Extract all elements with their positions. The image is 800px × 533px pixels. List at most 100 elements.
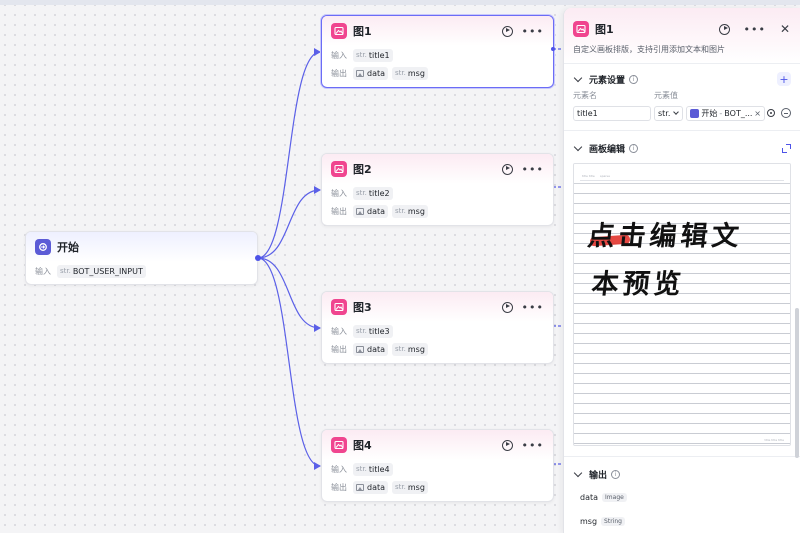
- image-node-2[interactable]: 图2 ••• 输入 str.title2 输出 data str.msg: [321, 153, 554, 226]
- output-label: 输出: [331, 206, 347, 216]
- clear-icon[interactable]: ×: [754, 108, 761, 118]
- add-element-button[interactable]: +: [777, 72, 791, 86]
- start-icon: [690, 108, 700, 118]
- canvas-preview-header: title title sparse: [574, 164, 790, 184]
- image-node-title: 图3: [353, 301, 372, 314]
- element-row: str. 开始 - BOT_... ×: [564, 102, 800, 124]
- output-title: 输出: [589, 470, 608, 481]
- more-horizontal-icon[interactable]: •••: [521, 300, 544, 314]
- start-node[interactable]: 开始 输入 str.BOT_USER_INPUT: [25, 231, 258, 285]
- top-bar: [0, 0, 800, 5]
- scrollbar[interactable]: [795, 308, 799, 458]
- image-node-1[interactable]: 图1 ••• 输入 str.title1 输出 data str.msg: [321, 15, 554, 88]
- play-circle-icon[interactable]: [501, 301, 513, 313]
- play-circle-icon[interactable]: [501, 439, 513, 451]
- arrowhead-3: [314, 324, 321, 332]
- more-horizontal-icon[interactable]: •••: [521, 438, 544, 452]
- image-icon: [331, 437, 347, 453]
- expand-icon[interactable]: [782, 143, 791, 153]
- image-node-output-row: 输出 data str.msg: [322, 64, 553, 82]
- play-circle-icon[interactable]: [501, 25, 513, 37]
- panel-description: 自定义画板排版，支持引用添加文本和图片: [573, 45, 725, 54]
- canvas-editor-section-header[interactable]: 画板编辑 i: [564, 137, 800, 159]
- play-circle-icon[interactable]: [719, 23, 731, 35]
- image-node-output-row: 输出 data str.msg: [322, 202, 553, 220]
- more-horizontal-icon[interactable]: •••: [743, 22, 766, 36]
- image-icon: [331, 161, 347, 177]
- input-label: 输入: [331, 188, 347, 198]
- image-type-icon: [356, 207, 364, 215]
- image-node-3[interactable]: 图3 ••• 输入 str.title3 输出 data str.msg: [321, 291, 554, 364]
- image-node-header: 图3 •••: [322, 292, 553, 322]
- chevron-down-icon[interactable]: [573, 468, 583, 477]
- target-icon[interactable]: [767, 109, 775, 117]
- start-node-output-port[interactable]: [255, 255, 261, 261]
- image-node-input-row: 输入 str.title4: [322, 460, 553, 478]
- output-msg-tag: str.msg: [392, 480, 428, 494]
- node-settings-panel: 图1 ••• ✕ 自定义画板排版，支持引用添加文本和图片 元素设置 i + 元素…: [563, 8, 800, 533]
- preview-text-line2: 本预览: [590, 269, 687, 300]
- element-settings-title: 元素设置: [589, 75, 626, 86]
- input-label: 输入: [331, 326, 347, 336]
- output-label: 输出: [331, 344, 347, 354]
- canvas-footer-text: title title title: [764, 438, 784, 442]
- element-name-input[interactable]: [573, 105, 651, 121]
- more-horizontal-icon[interactable]: •••: [521, 162, 544, 176]
- chevron-down-icon[interactable]: [573, 142, 583, 151]
- image-node-4[interactable]: 图4 ••• 输入 str.title4 输出 data str.msg: [321, 429, 554, 502]
- start-node-title: 开始: [57, 241, 79, 254]
- output-data-tag: data: [353, 204, 389, 218]
- image-node-input-row: 输入 str.title2: [322, 184, 553, 202]
- arrowhead-2: [314, 186, 321, 194]
- input-tag: str.title2: [353, 186, 393, 200]
- output-section-header[interactable]: 输出 i: [564, 463, 800, 485]
- image-type-icon: [356, 483, 364, 491]
- output-msg-tag: str.msg: [392, 204, 428, 218]
- chevron-down-icon[interactable]: [573, 73, 583, 82]
- col-element-value: 元素值: [654, 91, 678, 100]
- image-type-icon: [356, 345, 364, 353]
- chevron-down-icon: [673, 109, 680, 115]
- arrowhead-1: [314, 48, 321, 56]
- preview-text-line1: 点击编辑文: [586, 221, 745, 252]
- output-label: 输出: [331, 68, 347, 78]
- reference-value-field[interactable]: 开始 - BOT_... ×: [686, 105, 765, 121]
- output-data-tag: data: [353, 342, 389, 356]
- canvas-editor-title: 画板编辑: [589, 144, 626, 155]
- image-type-icon: [356, 69, 364, 77]
- input-tag: str.title4: [353, 462, 393, 476]
- panel-title: 图1: [595, 23, 614, 36]
- image-node-header: 图1 •••: [322, 16, 553, 46]
- input-label: 输入: [331, 464, 347, 474]
- canvas-preview[interactable]: title title sparse 点击编辑文 本预览 title title…: [573, 163, 791, 446]
- more-horizontal-icon[interactable]: •••: [521, 24, 544, 38]
- start-node-input-row: 输入 str.BOT_USER_INPUT: [26, 262, 257, 280]
- output-data-tag: data: [353, 480, 389, 494]
- play-circle-icon[interactable]: [501, 163, 513, 175]
- image-node-output-row: 输出 data str.msg: [322, 340, 553, 358]
- image-node-1-output-port[interactable]: [551, 47, 555, 51]
- input-label: 输入: [331, 50, 347, 60]
- col-element-name: 元素名: [573, 91, 597, 100]
- element-settings-section-header[interactable]: 元素设置 i +: [564, 68, 800, 90]
- output-msg-tag: str.msg: [392, 66, 428, 80]
- info-icon[interactable]: i: [629, 143, 639, 153]
- input-tag: str.title1: [353, 48, 393, 62]
- output-msg-tag: str.msg: [392, 342, 428, 356]
- image-node-header: 图4 •••: [322, 430, 553, 460]
- info-icon[interactable]: i: [629, 74, 639, 84]
- input-tag: str.BOT_USER_INPUT: [57, 264, 146, 278]
- arrowhead-4: [314, 462, 321, 470]
- remove-element-icon[interactable]: [781, 108, 791, 118]
- close-icon[interactable]: ✕: [779, 22, 790, 36]
- image-node-title: 图2: [353, 163, 372, 176]
- image-node-title: 图4: [353, 439, 372, 452]
- info-icon[interactable]: i: [611, 469, 621, 479]
- image-icon: [331, 23, 347, 39]
- image-node-input-row: 输入 str.title1: [322, 46, 553, 64]
- type-select[interactable]: str.: [654, 105, 684, 121]
- edge-start-to-image2: [257, 189, 321, 259]
- element-column-headers: 元素名 元素值: [564, 90, 800, 102]
